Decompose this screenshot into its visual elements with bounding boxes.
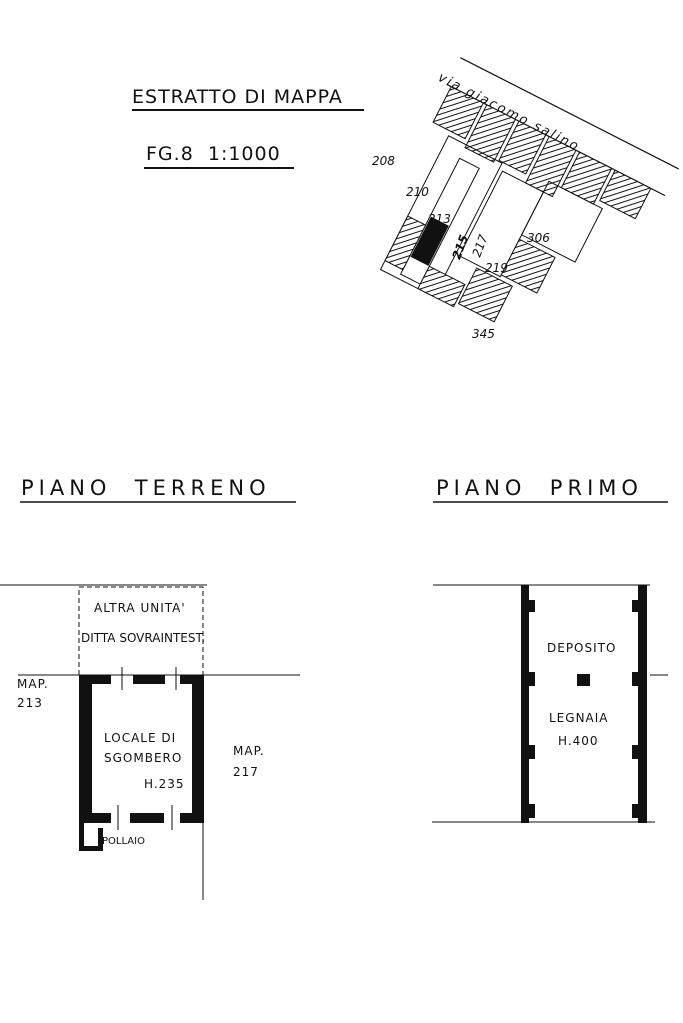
room-name-line2: LEGNAIA	[549, 711, 609, 725]
room-name-line1: DEPOSITO	[547, 641, 616, 655]
other-unit-line2: DITTA SOVRAINTEST.	[81, 631, 205, 645]
ground-floor-heading: PIANO TERRENO	[21, 476, 271, 500]
parcel-label-highlighted: 215	[449, 233, 471, 261]
annex-label: POLLAIO	[102, 836, 145, 847]
parcel-label: 208	[372, 154, 395, 168]
map-right-label: MAP.	[233, 744, 265, 758]
room-name-line2: SGOMBERO	[104, 751, 182, 765]
map-right-number: 217	[233, 765, 259, 779]
parcel-label: 306	[527, 231, 550, 245]
map-left-number: 213	[17, 696, 43, 710]
parcel-label: 210	[406, 185, 429, 199]
ground-floor-plan: PIANO TERRENO ALTRA UNITA' DITTA SOVRAIN…	[0, 476, 300, 900]
other-unit-line1: ALTRA UNITA'	[94, 601, 186, 615]
map-extract-title: ESTRATTO DI MAPPA	[132, 86, 343, 108]
room-name-line1: LOCALE DI	[104, 731, 176, 745]
cadastral-map: via giacomo salino 208 210 213 215 217 2…	[372, 57, 679, 341]
parcel-label: 219	[485, 261, 508, 275]
title-block: ESTRATTO DI MAPPA FG.8 1:1000	[132, 86, 364, 169]
parcel-label: 217	[470, 232, 491, 259]
parcel-label: 345	[472, 327, 495, 341]
room-height: H.235	[144, 777, 185, 791]
first-floor-plan: PIANO PRIMO DEPOSITO LEGNAIA H.400	[432, 476, 668, 823]
map-left-label: MAP.	[17, 677, 49, 691]
parcel-label: 213	[428, 212, 451, 226]
room-height: H.400	[558, 734, 599, 748]
first-floor-heading: PIANO PRIMO	[436, 476, 643, 500]
sheet-scale: FG.8 1:1000	[146, 143, 281, 165]
